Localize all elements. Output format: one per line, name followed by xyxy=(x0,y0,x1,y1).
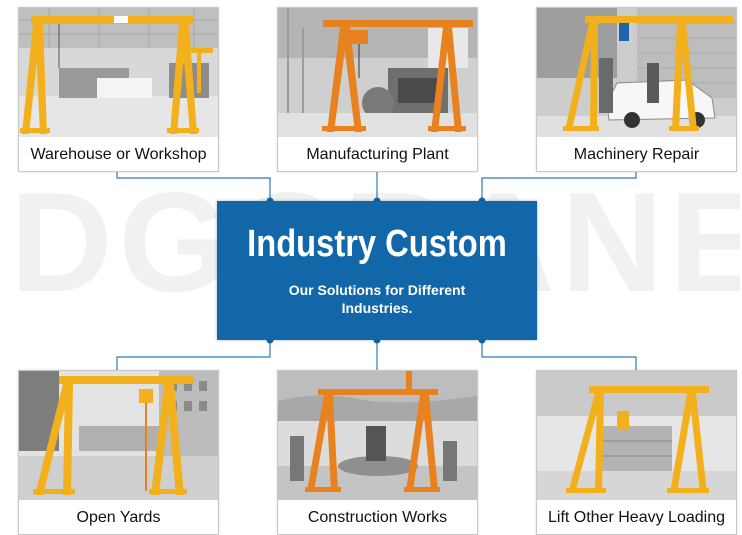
card-label: Construction Works xyxy=(307,509,448,526)
construction-crane-photo xyxy=(278,371,477,500)
card-warehouse[interactable]: Warehouse or Workshop xyxy=(18,7,219,172)
machinery-repair-crane-photo xyxy=(537,8,736,137)
warehouse-crane-photo xyxy=(19,8,218,137)
card-manufacturing[interactable]: Manufacturing Plant xyxy=(277,7,478,172)
connector-warehouse xyxy=(116,167,271,201)
card-machinery-repair[interactable]: Machinery Repair xyxy=(536,7,737,172)
card-label: Open Yards xyxy=(76,509,161,526)
card-label: Warehouse or Workshop xyxy=(30,146,207,163)
card-heavy-loading[interactable]: Lift Other Heavy Loading xyxy=(536,370,737,535)
card-construction[interactable]: Construction Works xyxy=(277,370,478,535)
center-subtitle: Our Solutions for Different Industries. xyxy=(288,282,466,316)
heavy-loading-crane-photo xyxy=(537,371,736,500)
center-title: Industry Custom xyxy=(247,223,507,265)
card-label: Machinery Repair xyxy=(573,146,700,163)
manufacturing-crane-photo xyxy=(278,8,477,137)
connector-machinery xyxy=(481,167,637,201)
connector-heavy-loading xyxy=(481,340,637,370)
open-yards-crane-photo xyxy=(19,371,218,500)
center-panel: Industry Custom Our Solutions for Differ… xyxy=(217,201,537,340)
card-label: Manufacturing Plant xyxy=(306,146,449,163)
card-open-yards[interactable]: Open Yards xyxy=(18,370,219,535)
connector-open-yards xyxy=(116,340,271,370)
card-label: Lift Other Heavy Loading xyxy=(548,509,725,526)
